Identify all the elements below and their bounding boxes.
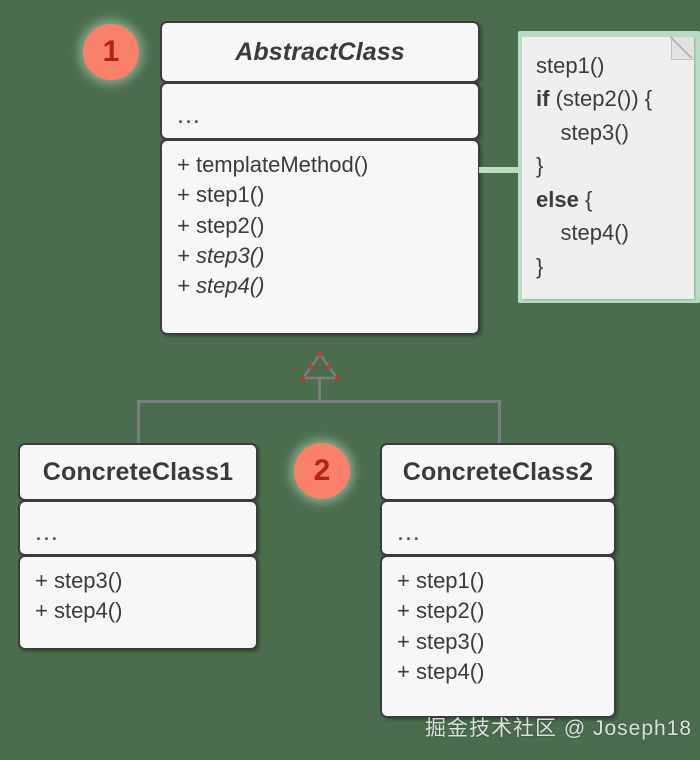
code-text: {	[578, 186, 593, 212]
abstractclass-attributes-compartment[interactable]: ...	[160, 82, 480, 140]
code-line: step3()	[536, 119, 629, 145]
concreteclass2-attributes: ...	[397, 517, 421, 546]
code-note[interactable]: step1() if (step2()) { step3() } else { …	[518, 31, 700, 303]
uml-class-abstractclass[interactable]: AbstractClass ... + templateMethod() + s…	[160, 21, 480, 335]
concreteclass2-attributes-compartment[interactable]: ...	[380, 500, 616, 556]
abstractclass-attributes: ...	[177, 100, 201, 129]
concreteclass1-attributes: ...	[35, 517, 59, 546]
operation-item: + step3()	[35, 568, 123, 593]
code-keyword: if	[536, 86, 550, 112]
selection-handle[interactable]	[327, 365, 331, 369]
operation-item: + step4()	[35, 598, 123, 624]
operation-item: + step3()	[397, 628, 485, 654]
code-line: step1()	[536, 53, 605, 78]
operation-item: + step2()	[397, 598, 485, 624]
step-badge-1[interactable]: 1	[83, 24, 139, 80]
generalization-bus[interactable]	[137, 400, 501, 403]
note-fold-corner-icon	[671, 37, 694, 60]
concreteclass1-name: ConcreteClass1	[42, 457, 234, 486]
operation-item: + step1()	[177, 182, 265, 208]
generalization-drop-concreteclass1[interactable]	[137, 400, 140, 445]
operation-item: + templateMethod()	[177, 152, 369, 177]
abstractclass-operations-compartment[interactable]: + templateMethod() + step1() + step2() +…	[160, 139, 480, 335]
operation-item: + step1()	[397, 568, 485, 593]
step-badge-1-label: 1	[102, 35, 120, 68]
concreteclass1-attributes-compartment[interactable]: ...	[18, 500, 258, 556]
selection-handle[interactable]	[335, 376, 339, 380]
concreteclass2-title-compartment[interactable]: ConcreteClass2	[380, 443, 616, 501]
generalization-stem[interactable]	[318, 378, 321, 402]
note-body[interactable]: step1() if (step2()) { step3() } else { …	[522, 37, 694, 299]
step-badge-2-label: 2	[313, 454, 331, 487]
operation-item: + step4()	[397, 659, 485, 685]
code-line: if (step2()) {	[536, 82, 686, 115]
code-line: }	[536, 153, 544, 179]
code-line: }	[536, 253, 544, 279]
code-keyword: else	[536, 186, 579, 212]
operation-item: + step4()	[177, 273, 265, 299]
code-text: (step2()) {	[549, 86, 653, 112]
note-anchor-connector	[479, 167, 523, 173]
code-line: else {	[536, 183, 686, 216]
operation-item: + step2()	[177, 212, 265, 238]
note-code-block: step1() if (step2()) { step3() } else { …	[536, 49, 686, 283]
concreteclass1-title-compartment[interactable]: ConcreteClass1	[18, 443, 258, 501]
code-line: step4()	[536, 220, 629, 246]
abstractclass-title-compartment[interactable]: AbstractClass	[160, 21, 480, 83]
uml-class-concreteclass2[interactable]: ConcreteClass2 ... + step1() + step2() +…	[380, 443, 616, 718]
generalization-drop-concreteclass2[interactable]	[498, 400, 501, 445]
concreteclass2-operations-compartment[interactable]: + step1() + step2() + step3() + step4()	[380, 555, 616, 718]
concreteclass2-name: ConcreteClass2	[402, 457, 594, 486]
inheritance-triangle-icon[interactable]	[300, 352, 340, 380]
abstractclass-name: AbstractClass	[235, 37, 405, 66]
operation-item: + step3()	[177, 243, 265, 269]
uml-class-concreteclass1[interactable]: ConcreteClass1 ... + step3() + step4()	[18, 443, 258, 650]
selection-handle[interactable]	[309, 365, 313, 369]
concreteclass1-operations-compartment[interactable]: + step3() + step4()	[18, 555, 258, 650]
selection-handle[interactable]	[301, 376, 305, 380]
selection-handle[interactable]	[318, 352, 322, 356]
step-badge-2[interactable]: 2	[294, 443, 350, 499]
